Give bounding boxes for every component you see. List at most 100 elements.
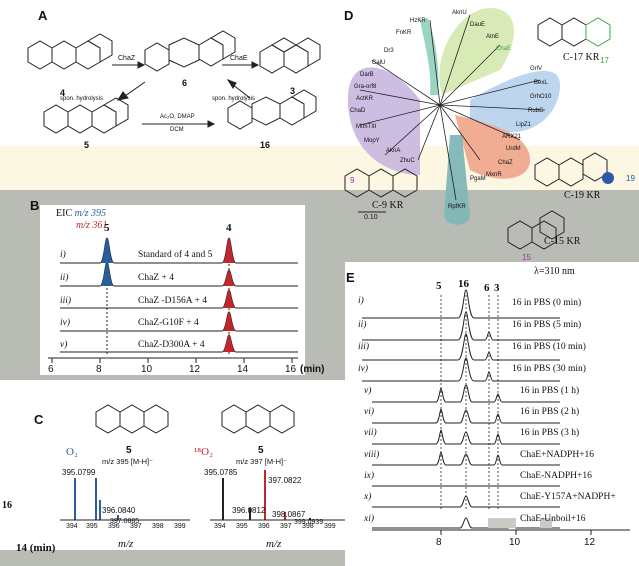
c-left-xtick-398: 398 xyxy=(152,523,164,530)
e-label-7: 16 in PBS (3 h) xyxy=(520,428,580,438)
arrow-label-spon-left: spon. hydrolysis xyxy=(60,96,104,102)
c-right-xtick-396: 396 xyxy=(258,523,270,530)
c-left-structure xyxy=(95,404,169,434)
b-trace-roman-1: i) xyxy=(60,250,66,260)
structure-16 xyxy=(227,89,317,130)
b-eic-text: EIC xyxy=(56,208,73,219)
label-compound-3: 3 xyxy=(290,86,296,96)
tree-leaf-actkr: ActKR xyxy=(356,96,374,102)
arrow-label-spon-right: spon. hydrolysis xyxy=(212,96,256,102)
label-c19-kr: C-19 KR xyxy=(564,190,601,201)
c-right-xtick-397: 397 xyxy=(280,523,292,530)
structure-6 xyxy=(144,30,236,72)
e-peak-5: 5 xyxy=(436,280,442,292)
tree-leaf-akna: AknA xyxy=(386,148,401,154)
b-xtick-14: 14 xyxy=(237,364,249,375)
c-left-xtick-395: 395 xyxy=(86,523,98,530)
tree-leaf-urdm: UrdM xyxy=(506,146,521,152)
e-peak-6: 6 xyxy=(484,282,490,294)
b-trace-roman-4: iv) xyxy=(60,318,71,328)
c-right-xlabel: m/z xyxy=(266,538,282,550)
b-peak-5: 5 xyxy=(104,222,110,234)
label-c17-kr: C-17 KR xyxy=(563,52,600,63)
c-left-xtick-396: 396 xyxy=(108,523,120,530)
structure-c17 xyxy=(537,17,611,47)
tree-leaf-chad: ChaD xyxy=(350,108,366,114)
panel-b-axis xyxy=(48,357,298,363)
b-trace-roman-3: iii) xyxy=(60,296,72,306)
c-right-structure xyxy=(221,404,295,434)
tree-leaf-rpfkr: RpfKR xyxy=(448,204,466,210)
b-filled-peaks xyxy=(100,238,236,352)
tree-scale-value: 0.10 xyxy=(364,214,378,221)
c-left-xtick-394: 394 xyxy=(66,523,78,530)
tree-leaf-grho10: GrhO10 xyxy=(530,94,552,100)
b-xtick-8: 8 xyxy=(96,364,102,375)
c-right-xtick-398: 398 xyxy=(302,523,314,530)
panel-b-letter: B xyxy=(30,198,40,213)
panel-a-letter: A xyxy=(38,8,48,23)
tree-leaf-fnkr: FnKR xyxy=(396,30,412,36)
e-roman-10: x) xyxy=(364,492,372,502)
label-compound-5: 5 xyxy=(84,140,90,150)
b-trace-roman-2: ii) xyxy=(60,273,69,283)
b-peak-4: 4 xyxy=(226,222,232,234)
e-roman-1: i) xyxy=(358,296,364,306)
e-mask-block-2 xyxy=(540,518,552,528)
b-xtick-10: 10 xyxy=(141,364,153,375)
e-peak-16: 16 xyxy=(458,278,469,290)
c19-marker xyxy=(602,172,614,184)
tree-leaf-chaz: ChaZ xyxy=(498,160,513,166)
b-trace-label-3: ChaZ -D156A + 4 xyxy=(138,296,207,306)
e-roman-9: ix) xyxy=(364,471,375,481)
c-side-16: 16 xyxy=(2,500,12,511)
c-left-xlabel: m/z xyxy=(118,538,134,550)
c-left-compound: 5 xyxy=(126,445,132,456)
label-compound-6: 6 xyxy=(182,78,188,88)
b-eic-label: EIC m/z 395 xyxy=(56,208,106,219)
c-right-xtick-394: 394 xyxy=(214,523,226,530)
e-roman-11: xi) xyxy=(364,514,375,524)
band-pale xyxy=(0,146,639,190)
b-xtick-6: 6 xyxy=(48,364,54,375)
c-right-xtick-399: 399 xyxy=(324,523,336,530)
structure-4 xyxy=(27,33,113,70)
c-left-peak-1: 395.0799 xyxy=(62,468,96,477)
c-right-peak-2: 397.0822 xyxy=(268,476,302,485)
e-roman-8: viii) xyxy=(364,450,380,460)
e-label-6: 16 in PBS (2 h) xyxy=(520,407,580,417)
label-c15-kr: C-15 KR xyxy=(544,236,581,247)
structure-3 xyxy=(259,37,321,74)
tree-leaf-gra: Gra-orf8 xyxy=(354,84,377,90)
panel-d-letter: D xyxy=(344,8,354,23)
e-roman-7: vii) xyxy=(364,428,377,438)
tree-clades xyxy=(347,8,560,225)
label-compound-16: 16 xyxy=(260,140,271,150)
e-roman-4: iv) xyxy=(358,364,369,374)
tree-leaf-daue: DauE xyxy=(470,22,486,28)
label-num-9: 9 xyxy=(350,176,355,185)
b-mz395: m/z 395 xyxy=(74,208,107,219)
tree-leaf-aknu: AknU xyxy=(452,10,467,16)
e-roman-2: ii) xyxy=(358,320,367,330)
e-label-9: ChaE-NADPH+16 xyxy=(520,471,592,481)
e-xtick-8: 8 xyxy=(436,537,442,548)
tree-leaf-pgam: PgaM xyxy=(470,176,486,182)
structure-c15 xyxy=(507,210,565,250)
e-label-8: ChaE+NADPH+16 xyxy=(520,450,595,460)
c-bottom-time: 14 (min) xyxy=(16,542,56,554)
b-trace-label-1: Standard of 4 and 5 xyxy=(138,250,213,260)
tree-branches xyxy=(359,14,546,201)
label-num-19: 19 xyxy=(626,174,635,183)
tree-leaf-rubg: RubG xyxy=(528,108,544,114)
b-trace-label-4: ChaZ-G10F + 4 xyxy=(138,318,199,328)
c-right-peak-5: 399.0939 xyxy=(294,519,324,526)
b-xtick-16: 16 xyxy=(285,364,297,375)
b-xtick-12: 12 xyxy=(189,364,201,375)
b-xunit: (min) xyxy=(300,364,325,375)
tree-leaf-mtm: MtmTIII xyxy=(356,124,377,130)
tree-leaf-chae: ChaE xyxy=(496,46,512,52)
e-label-3: 16 in PBS (10 min) xyxy=(512,342,586,352)
tree-leaf-bexl: BexL xyxy=(534,80,548,86)
